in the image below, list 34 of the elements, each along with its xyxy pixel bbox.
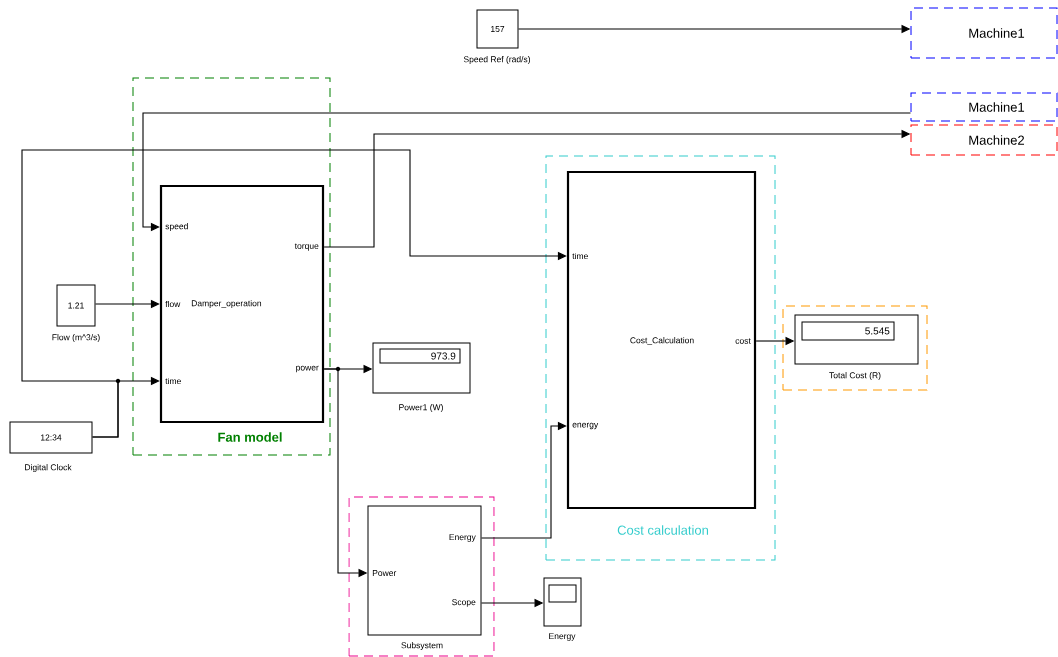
block-caption: Flow (m^3/s): [52, 334, 100, 342]
port-label: Damper_operation: [191, 300, 262, 308]
block-caption: Speed Ref (rad/s): [463, 56, 530, 64]
group-title: Cost calculation: [617, 525, 708, 535]
goto-tag: Machine1: [910, 92, 1058, 122]
block-name: Cost_Calculation: [630, 337, 694, 345]
goto-tag: Machine2: [910, 124, 1058, 156]
arrow: [21, 149, 567, 438]
port-label: time: [165, 377, 181, 385]
block-caption: Total Cost (R): [829, 372, 881, 380]
display-block: 973.9: [372, 342, 471, 394]
block-caption: Digital Clock: [25, 464, 72, 472]
block-caption: Subsystem: [401, 642, 443, 650]
port-label: energy: [572, 422, 599, 430]
port-label: power: [296, 365, 319, 373]
constant-block: 157: [476, 9, 519, 49]
port-label: Energy: [449, 534, 476, 542]
constant-block: 12:34: [9, 421, 93, 454]
goto-tag: Machine1: [910, 7, 1058, 59]
constant-block: 1.21: [56, 284, 96, 327]
port-label: time: [572, 252, 588, 260]
port-label: Scope: [452, 599, 476, 607]
port-label: torque: [294, 243, 319, 251]
port-label: flow: [165, 300, 181, 308]
arrow: [480, 421, 567, 539]
port-label: speed: [165, 223, 188, 231]
group-frame: [348, 496, 495, 657]
group-frame: [782, 305, 928, 391]
block-caption: Power1 (W): [399, 404, 443, 412]
group-title: Fan model: [218, 432, 282, 442]
block-caption: Energy: [549, 633, 576, 641]
port-label: cost: [735, 338, 751, 344]
display-block: 5.545: [794, 314, 919, 365]
port-label: Power: [372, 570, 397, 576]
